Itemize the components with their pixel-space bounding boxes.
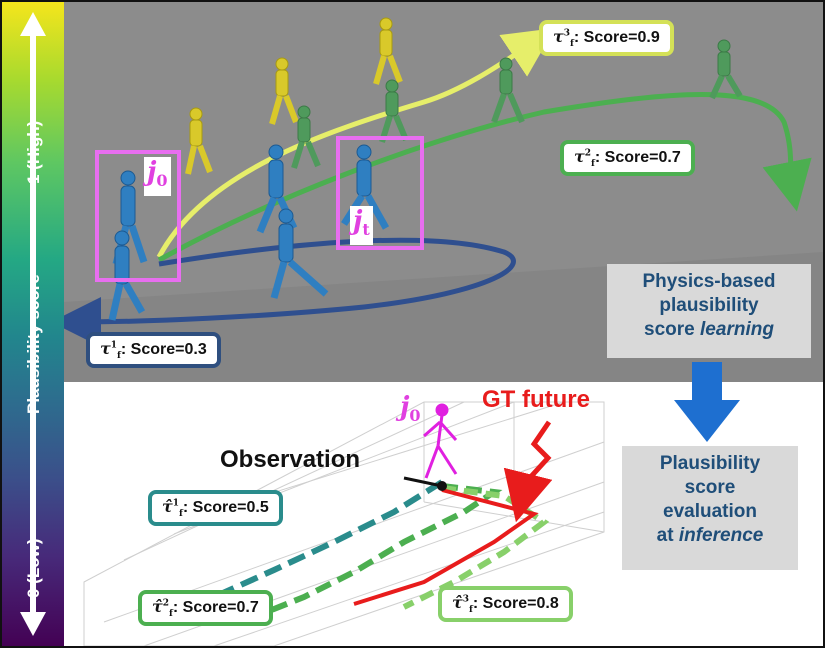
colorbar-high-label: 1 (High) [24,120,43,184]
score-tag-tau1: τ1f: Score=0.3 [86,332,221,369]
inference-panel: j0 Observation GT future τ̂1f: Score=0.5… [64,382,823,646]
joint-label-start: j0 [144,157,171,197]
colorbar-low-label: 0 (Low) [24,538,43,599]
training-render-panel: j0 jt τ3f: Score=0.9 τ2f: Score=0.7 τ1f:… [64,2,823,382]
score-tag-tau3: τ3f: Score=0.9 [539,20,674,57]
joint-label-obs: j0 [400,392,421,426]
colorbar-axis-label: Plausibility score [24,274,43,414]
colorbar-arrow [20,12,46,636]
joint-box-start [95,150,181,282]
score-tag-tau2: τ2f: Score=0.7 [560,140,695,177]
score-tag-hat-tau2: τ̂2f: Score=0.7 [138,590,273,627]
observation-label: Observation [220,446,361,473]
joint-box-t [336,136,424,250]
learning-box: Physics-based plausibility score learnin… [607,264,811,358]
joint-label-t: jt [350,206,373,246]
score-tag-hat-tau1: τ̂1f: Score=0.5 [148,490,283,527]
plausibility-colorbar: 1 (High) Plausibility score 0 (Low) [2,2,64,646]
gt-future-label: GT future [482,386,590,413]
score-tag-hat-tau3: τ̂3f: Score=0.8 [438,586,573,623]
inference-box: Plausibility score evaluation at inferen… [622,446,798,570]
